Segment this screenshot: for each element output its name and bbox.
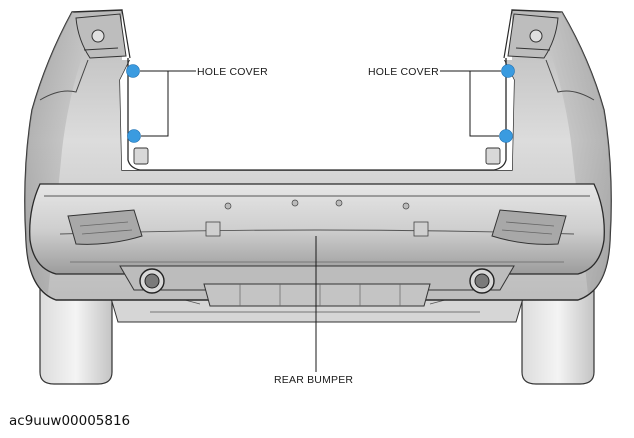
leader-lines xyxy=(140,70,501,372)
skid-plate xyxy=(203,283,431,307)
tailgate-frame xyxy=(127,58,507,171)
parking-sensors xyxy=(224,199,410,210)
right-latch xyxy=(485,147,501,165)
tailgate-opening xyxy=(120,10,514,170)
hole-cover-marker-left-lower xyxy=(127,129,141,143)
left-reflector xyxy=(67,209,143,245)
hole-cover-markers xyxy=(126,64,515,143)
right-upper-trim xyxy=(507,13,559,59)
left-latch xyxy=(133,147,149,165)
hole-cover-right-label: HOLE COVER xyxy=(368,66,439,78)
hole-cover-marker-right-upper xyxy=(501,64,515,78)
hole-cover-marker-right-lower xyxy=(499,129,513,143)
hole-cover-left-label: HOLE COVER xyxy=(197,66,268,78)
hole-cover-marker-left-upper xyxy=(126,64,140,78)
rear-bumper xyxy=(29,183,605,275)
left-upper-trim xyxy=(75,13,127,59)
exhaust-tips xyxy=(139,268,495,294)
figure-id: ac9uuw00005816 xyxy=(9,413,131,429)
right-reflector xyxy=(491,209,567,245)
rear-bumper-label: REAR BUMPER xyxy=(274,374,353,386)
